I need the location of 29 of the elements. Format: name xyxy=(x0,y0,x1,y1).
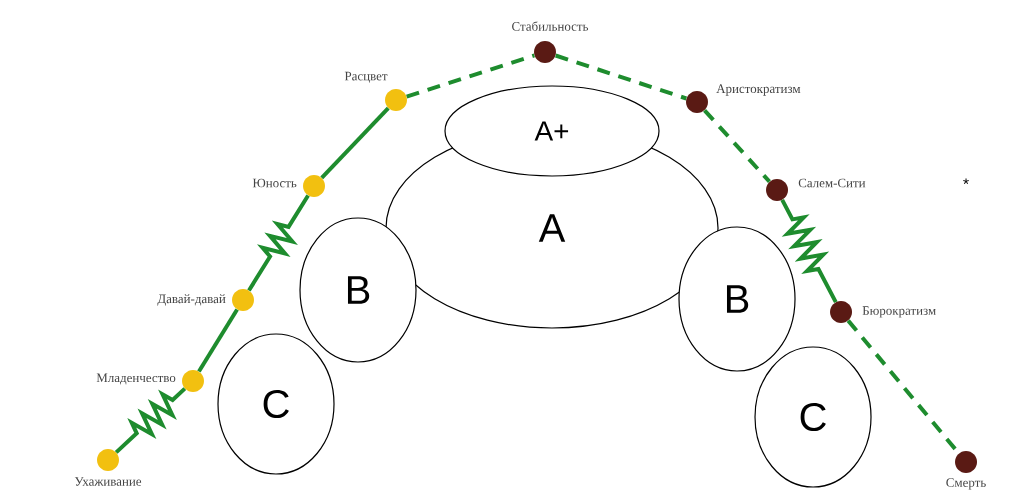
stage-label: Бюрократизм xyxy=(862,306,936,318)
stage-dot xyxy=(385,89,407,111)
stage-dot xyxy=(232,289,254,311)
stage-label: Расцвет xyxy=(344,71,388,83)
stage-label: Аристократизм xyxy=(716,84,801,96)
stage-dot xyxy=(534,41,556,63)
curve-line xyxy=(406,53,535,99)
curve-line xyxy=(555,53,687,101)
stage-label: Давай-давай xyxy=(157,294,226,306)
stage-dot xyxy=(766,179,788,201)
stage-label: Салем-Сити xyxy=(798,178,866,188)
stage-label: Стабильность xyxy=(512,21,589,31)
asterisk: * xyxy=(963,178,969,185)
curve-line xyxy=(247,194,310,292)
stage-dot xyxy=(182,370,204,392)
stage-dot xyxy=(303,175,325,197)
stage-dot xyxy=(97,449,119,471)
stage-label: Младенчество xyxy=(96,373,176,385)
curve-line xyxy=(197,308,239,373)
curve-line xyxy=(114,387,187,454)
stage-dot xyxy=(686,91,708,113)
stage-dot xyxy=(955,451,977,473)
stage-dot xyxy=(830,301,852,323)
curve-line xyxy=(320,106,390,180)
stage-label: Ухаживание xyxy=(74,477,142,486)
curve-line xyxy=(703,108,771,184)
curve-line xyxy=(780,199,838,303)
stage-label: Юность xyxy=(252,178,297,188)
stage-label: Смерть xyxy=(946,478,986,490)
